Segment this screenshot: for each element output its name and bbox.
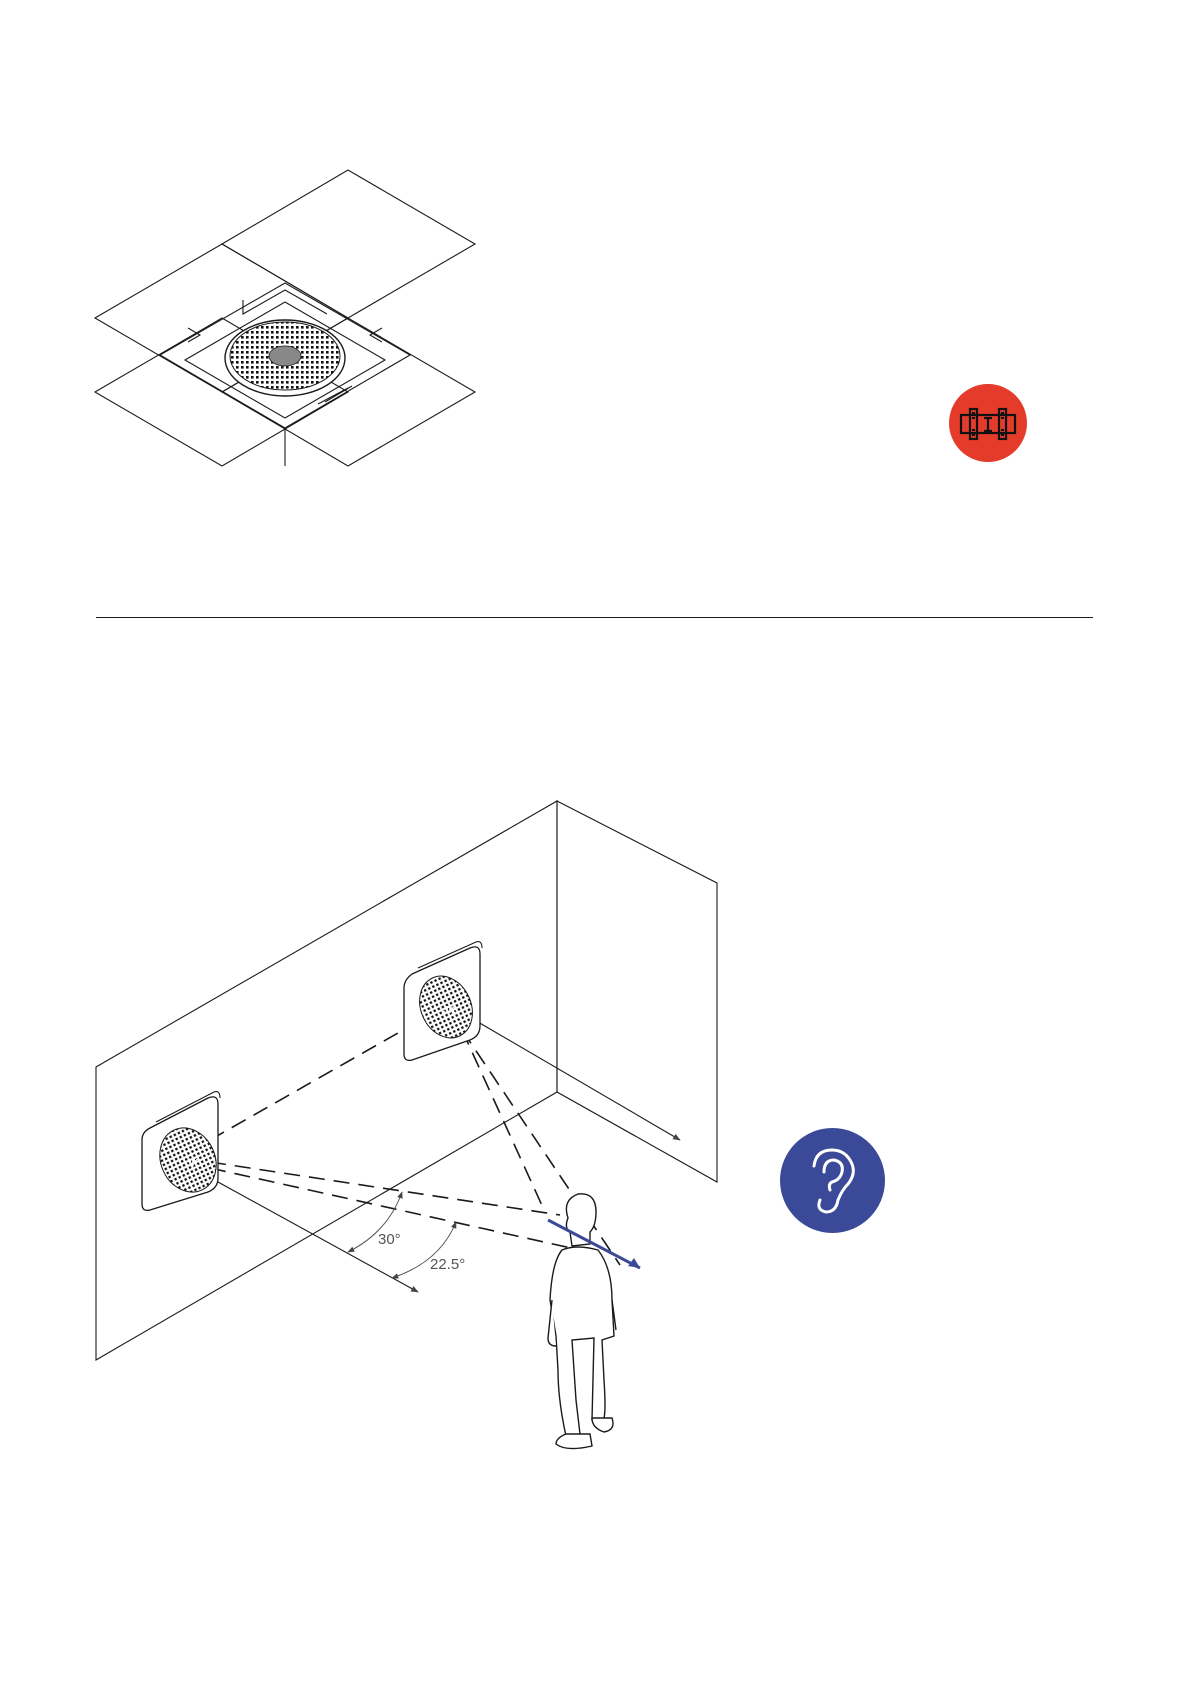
svg-text:JK: JK xyxy=(443,1005,457,1016)
listener-figure xyxy=(548,1194,616,1449)
svg-text:JK: JK xyxy=(186,1158,200,1169)
ear-icon xyxy=(780,1128,885,1233)
listening-badge xyxy=(780,1128,885,1233)
angle-label-inner: 22.5° xyxy=(430,1256,465,1273)
room-walls xyxy=(96,801,717,1360)
sound-beams xyxy=(210,1025,620,1265)
left-speaker: JK xyxy=(142,1092,226,1211)
angle-label-outer: 30° xyxy=(378,1231,401,1248)
